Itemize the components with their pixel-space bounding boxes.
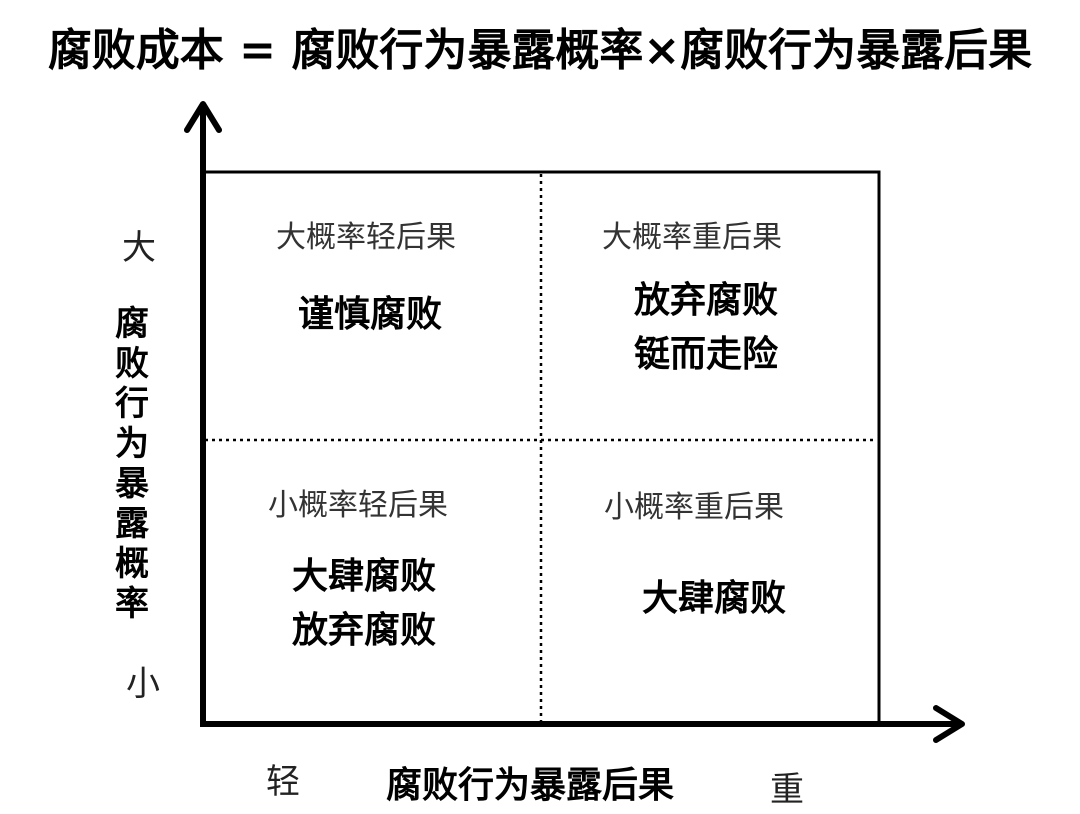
x-axis-low-label: 轻 [266,762,300,802]
quadrant-bottom-left-line: 放弃腐败 [291,610,436,651]
quadrant-bottom-right-line: 大肆腐败 [641,578,786,619]
x-axis-arrow-icon [933,705,965,743]
quadrant-bottom-left-subtitle: 小概率轻后果 [268,488,448,523]
quadrant-top-left-line: 谨慎腐败 [297,294,442,335]
x-axis-title: 腐败行为暴露后果 [385,765,674,806]
quadrant-top-right-line: 铤而走险 [633,334,778,375]
diagram-title: 腐败成本 = 腐败行为暴露概率×腐败行为暴露后果 [47,25,1033,76]
quadrant-bottom-left-line: 大肆腐败 [291,556,436,597]
quadrant-top-right-content: 放弃腐败 铤而走险 [576,274,836,382]
x-axis-high-label: 重 [770,770,804,810]
quadrant-bottom-right-subtitle: 小概率重后果 [604,490,784,525]
quadrant-bottom-right-content: 大肆腐败 [584,572,844,626]
quadrant-top-left-subtitle: 大概率轻后果 [276,220,456,255]
quadrant-top-right-line: 放弃腐败 [633,280,778,321]
quadrant-bottom-left-content: 大肆腐败 放弃腐败 [234,550,494,658]
y-axis-high-label: 大 [122,228,156,268]
quadrant-top-left-content: 谨慎腐败 [240,288,500,342]
quadrant-top-right-subtitle: 大概率重后果 [602,220,782,255]
y-axis-arrow-icon [184,101,222,133]
y-axis-title: 腐败行为暴露概率 [115,304,149,624]
y-axis-low-label: 小 [126,664,160,704]
